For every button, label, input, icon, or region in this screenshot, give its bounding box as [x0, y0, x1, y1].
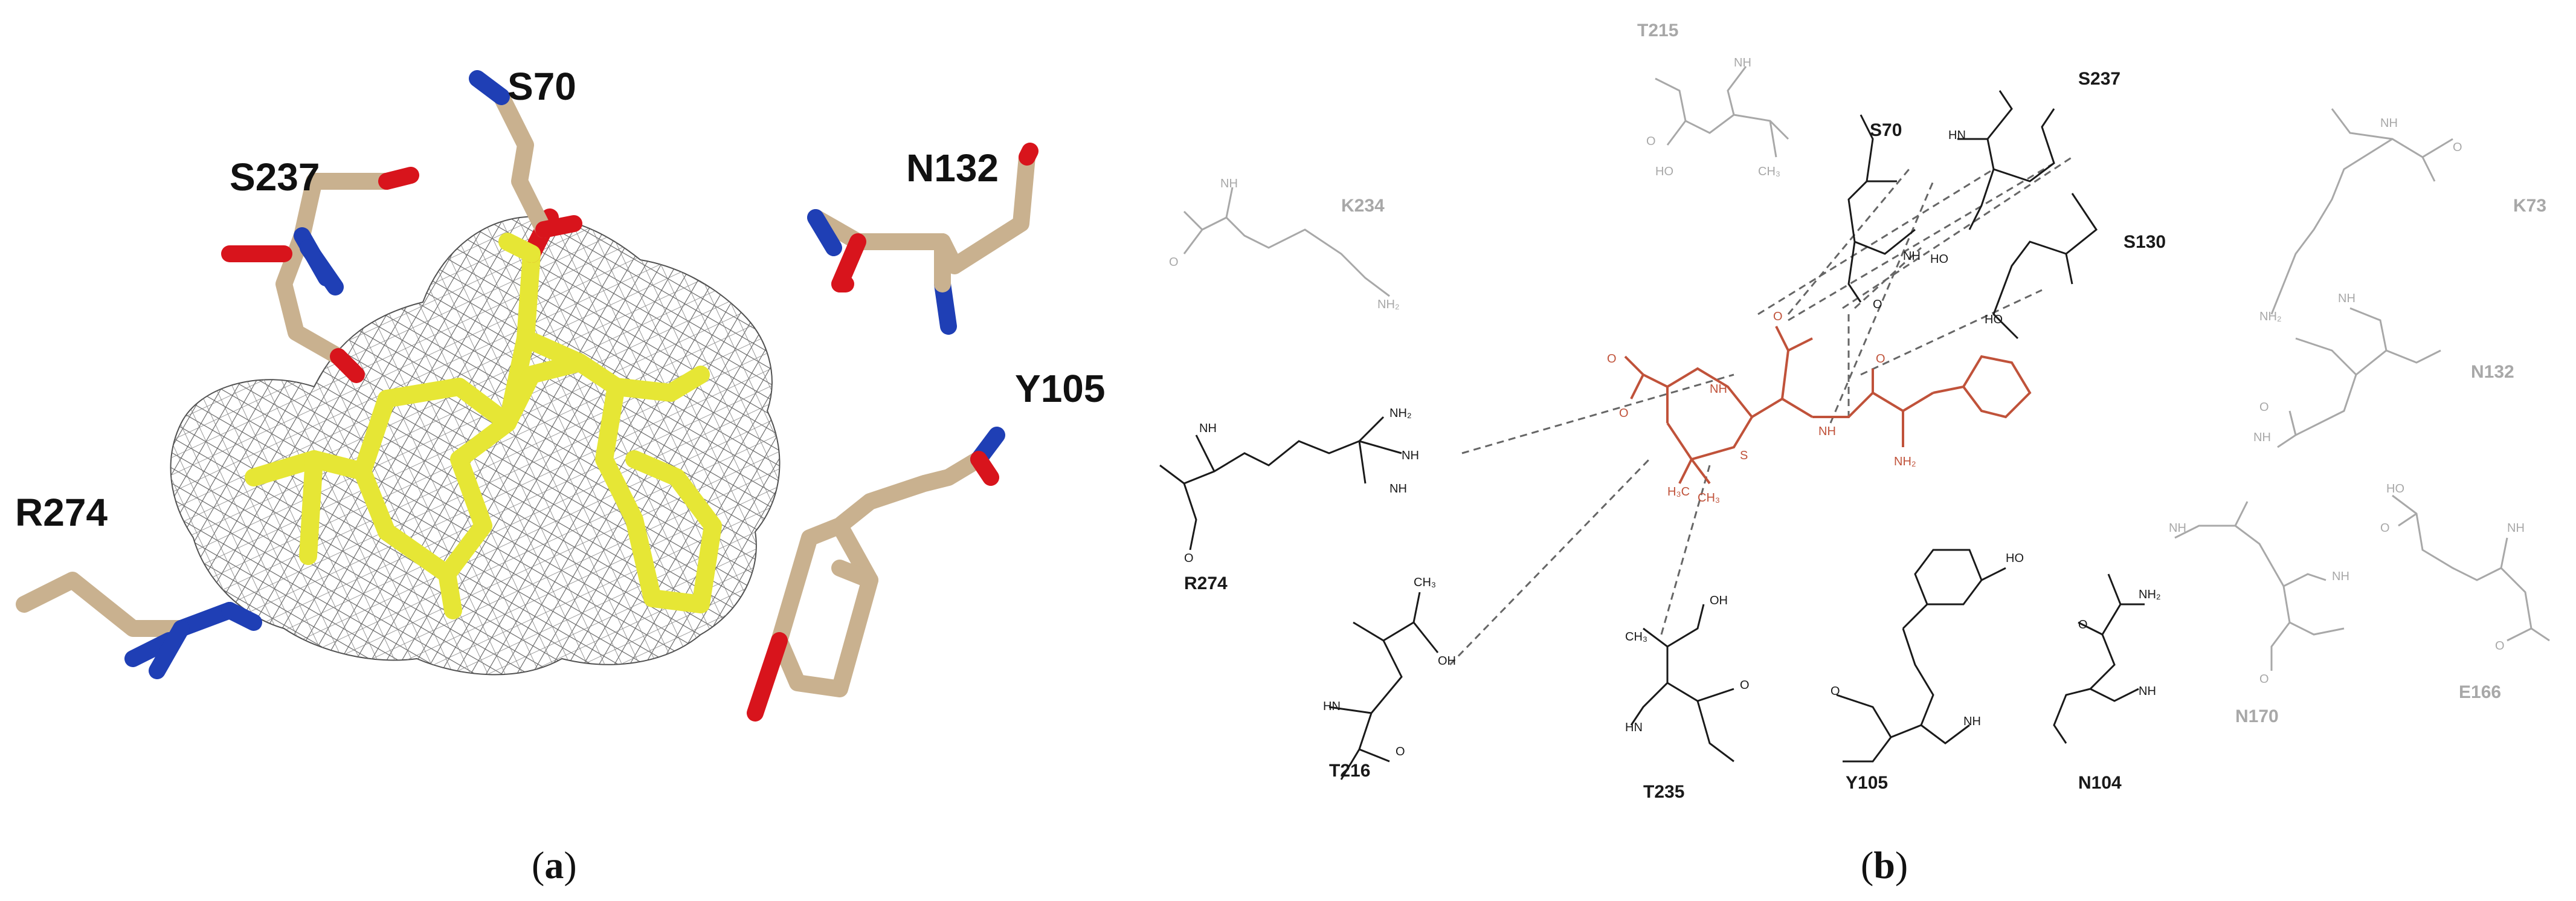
- label-b-e166: E166: [2459, 682, 2501, 702]
- residue-n132-stick: [807, 143, 1038, 335]
- svg-text:O: O: [1773, 310, 1783, 323]
- svg-text:O: O: [1184, 552, 1194, 565]
- svg-text:HN: HN: [1948, 129, 1966, 142]
- svg-text:H₃C: H₃C: [1667, 485, 1690, 499]
- svg-text:O: O: [2078, 618, 2088, 631]
- svg-text:HO: HO: [2386, 482, 2404, 496]
- label-a-s237: S237: [230, 155, 320, 199]
- svg-text:O: O: [2495, 639, 2505, 653]
- panel-a-letter: a: [544, 844, 564, 886]
- label-a-n132: N132: [906, 146, 999, 190]
- svg-text:CH₃: CH₃: [1758, 165, 1780, 178]
- label-b-s130: S130: [2124, 232, 2166, 252]
- active-residue-structures: [1159, 90, 2145, 780]
- label-b-r274: R274: [1184, 573, 1228, 593]
- svg-text:O: O: [1607, 352, 1617, 366]
- svg-text:NH: NH: [1220, 177, 1238, 190]
- panel-b-interaction-diagram: O O NH S H₃C CH₃ O NH O NH₂: [1159, 21, 2550, 802]
- svg-text:O: O: [1873, 298, 1882, 311]
- svg-text:O: O: [2259, 673, 2269, 686]
- svg-text:NH₂: NH₂: [1377, 298, 1400, 311]
- label-b-s237: S237: [2078, 69, 2120, 89]
- residue-s70-stick: [469, 70, 582, 238]
- svg-text:NH: NH: [2507, 522, 2525, 535]
- svg-text:CH₃: CH₃: [1698, 491, 1720, 505]
- label-b-t215: T215: [1637, 21, 1678, 40]
- svg-text:NH: NH: [2169, 522, 2186, 535]
- svg-text:O: O: [1619, 407, 1629, 420]
- active-atom-labels: HN HO NH HO O NH NH NH₂ NH O HN OH CH₃ O…: [1184, 129, 2161, 758]
- ligand-2d: [1624, 326, 2032, 485]
- svg-text:NH: NH: [2380, 117, 2398, 130]
- svg-text:NH: NH: [1389, 482, 1407, 496]
- panel-a-caption: (a): [532, 844, 577, 886]
- ligand-sticks: [245, 245, 722, 619]
- svg-text:O: O: [1169, 256, 1179, 269]
- svg-text:HN: HN: [1323, 700, 1341, 713]
- label-b-k73: K73: [2513, 196, 2546, 216]
- svg-text:NH₂: NH₂: [2139, 588, 2161, 601]
- panel-a-structure-view: S70 S237 N132 Y105 R274: [15, 65, 1105, 722]
- svg-text:CH₃: CH₃: [1414, 576, 1436, 589]
- svg-text:NH: NH: [1402, 449, 1419, 462]
- label-b-y105: Y105: [1846, 773, 1888, 793]
- svg-text:O: O: [1740, 679, 1750, 692]
- svg-text:NH: NH: [2338, 292, 2355, 305]
- svg-text:O: O: [1876, 352, 1885, 366]
- label-a-r274: R274: [15, 491, 108, 534]
- label-a-s70: S70: [507, 65, 576, 108]
- svg-text:O: O: [2259, 401, 2269, 414]
- residue-y105-stick: [747, 427, 1005, 722]
- svg-text:NH: NH: [1710, 383, 1727, 396]
- label-b-n132: N132: [2471, 362, 2514, 382]
- label-b-s70: S70: [1870, 120, 1902, 140]
- svg-text:S: S: [1740, 449, 1748, 462]
- residue-s237-stick: [221, 167, 419, 383]
- faded-atom-labels: NH O HO CH₃ NH O NH₂ NH O NH₂ NH NH O NH…: [1169, 56, 2525, 686]
- ligand-atom-labels: O O NH S H₃C CH₃ O NH O NH₂: [1607, 310, 1916, 505]
- svg-text:NH: NH: [1199, 422, 1217, 435]
- label-b-k234: K234: [1341, 196, 1385, 216]
- faded-residue-labels: T215 K234 K73 N132 N170 E166: [1341, 21, 2546, 726]
- svg-text:NH: NH: [1963, 715, 1981, 728]
- active-residue-labels: S237 S70 S130 R274 T216 T235 Y105 N104: [1184, 69, 2166, 802]
- svg-text:OH: OH: [1438, 654, 1456, 668]
- svg-text:NH: NH: [2253, 431, 2271, 444]
- svg-text:NH: NH: [1818, 425, 1836, 438]
- panel-b-letter: b: [1873, 844, 1895, 886]
- svg-text:HO: HO: [1985, 313, 2003, 326]
- faded-residue-structures: [1183, 66, 2550, 671]
- svg-text:NH: NH: [2332, 570, 2349, 583]
- label-b-n104: N104: [2078, 773, 2122, 793]
- svg-text:NH: NH: [1903, 250, 1921, 263]
- label-b-t235: T235: [1643, 782, 1684, 802]
- svg-text:NH: NH: [2139, 685, 2156, 698]
- svg-text:O: O: [1831, 685, 1840, 698]
- svg-text:O: O: [2380, 522, 2390, 535]
- svg-text:O: O: [2453, 141, 2462, 154]
- svg-text:NH₂: NH₂: [1389, 407, 1412, 420]
- label-b-n170: N170: [2235, 706, 2279, 726]
- svg-text:HO: HO: [1655, 165, 1673, 178]
- svg-text:NH₂: NH₂: [2259, 310, 2282, 323]
- svg-text:HN: HN: [1625, 721, 1643, 734]
- svg-text:O: O: [1646, 135, 1656, 148]
- label-a-y105: Y105: [1015, 367, 1105, 410]
- panel-b-caption: (b): [1861, 844, 1908, 886]
- svg-text:NH₂: NH₂: [1894, 455, 1916, 468]
- svg-text:O: O: [1396, 745, 1405, 758]
- svg-text:HO: HO: [1930, 253, 1948, 266]
- residue-r274-stick: [16, 572, 262, 679]
- svg-text:NH: NH: [1734, 56, 1751, 69]
- hydrogen-bond-lines: [1449, 156, 2073, 666]
- svg-text:CH₃: CH₃: [1625, 630, 1647, 644]
- label-b-t216: T216: [1329, 761, 1370, 781]
- svg-text:HO: HO: [2006, 552, 2024, 565]
- svg-text:OH: OH: [1710, 594, 1728, 607]
